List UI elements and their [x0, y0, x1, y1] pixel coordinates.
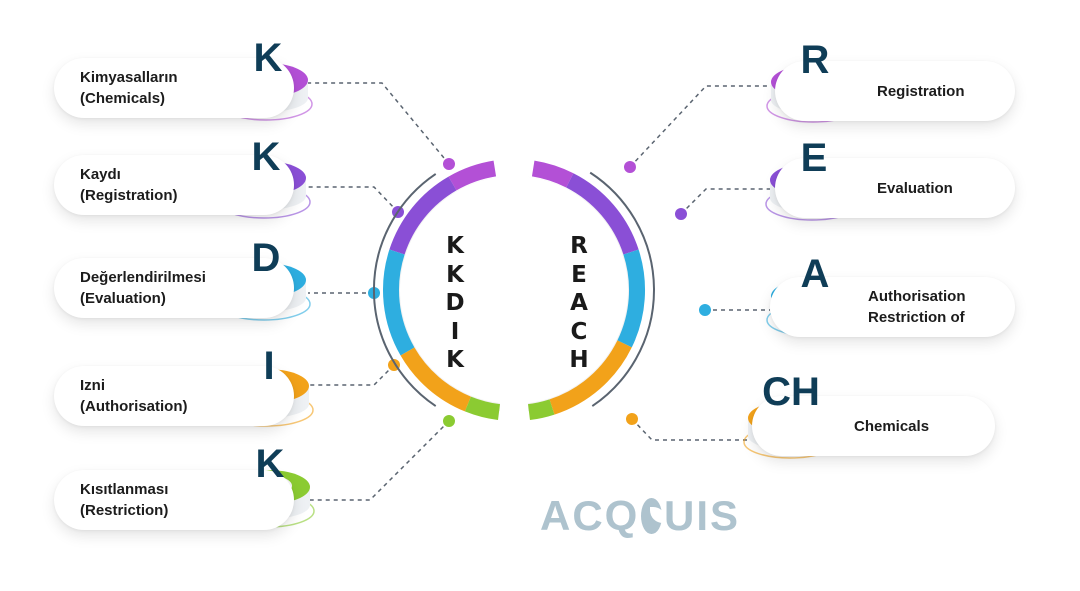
- connector-dot-7: [675, 208, 687, 220]
- right-letter-4: CH: [762, 370, 820, 414]
- left-letter-2: K: [251, 135, 281, 179]
- ring-segment-right-1: [531, 160, 574, 188]
- right-letter-2: E: [800, 136, 828, 180]
- connector-line-1: [308, 82, 450, 165]
- left-item-4: Izni (Authorisation): [54, 366, 294, 426]
- connector-line-9: [631, 418, 752, 441]
- connector-line-6: [629, 85, 775, 168]
- connector-line-5: [308, 420, 450, 501]
- outer-arc-right: [589, 171, 655, 407]
- logo-text-start: ACQ: [540, 492, 640, 539]
- right-item-4-label: Chemicals: [854, 417, 930, 435]
- ring-segment-left-5: [464, 396, 501, 421]
- connector-dot-1: [443, 158, 455, 170]
- connector-line-4: [308, 364, 395, 386]
- leaf-icon: [641, 498, 666, 534]
- left-acronym-word: K K D I K: [445, 233, 465, 373]
- connector-dot-6: [624, 161, 636, 173]
- ring-segment-left-2: [389, 176, 457, 255]
- ring-segment-right-2: [566, 173, 639, 255]
- connector-dot-8: [699, 304, 711, 316]
- right-letter-1: R: [800, 38, 830, 82]
- ring-segment-right-4: [549, 340, 632, 415]
- right-item-2: Evaluation: [775, 158, 1015, 218]
- left-item-5: Kısıtlanması (Restriction): [54, 470, 294, 530]
- ring-segment-right-3: [617, 249, 645, 348]
- left-letter-4: I: [263, 344, 275, 388]
- left-item-1: Kimyasalların (Chemicals): [54, 58, 294, 118]
- left-item-5-label: Kısıtlanması (Restriction): [80, 481, 169, 519]
- connector-line-2: [308, 186, 399, 213]
- right-item-2-label: Evaluation: [877, 179, 953, 197]
- connector-dot-9: [626, 413, 638, 425]
- right-acronym-word: R E A C H: [569, 233, 589, 373]
- left-item-2: Kaydı (Registration): [54, 155, 294, 215]
- right-item-1: Registration: [775, 61, 1015, 121]
- right-item-3: Authorisation Restriction of: [770, 277, 1015, 337]
- right-letter-3: A: [800, 252, 830, 296]
- right-item-1-label: Registration: [877, 82, 965, 100]
- outer-arc-left: [372, 173, 437, 407]
- ring-segment-left-3: [383, 249, 415, 356]
- left-letter-5: K: [255, 442, 285, 486]
- left-item-1-label: Kimyasalların (Chemicals): [80, 69, 178, 107]
- left-letter-3: D: [251, 236, 281, 280]
- logo-text-end: UIS: [663, 492, 740, 539]
- ring-segment-right-5: [527, 399, 555, 421]
- ring-segment-left-1: [448, 160, 497, 191]
- center-gap: [500, 150, 528, 440]
- connector-dot-5: [443, 415, 455, 427]
- ring-segment-left-4: [400, 347, 472, 412]
- left-item-3-label: Değerlendirilmesi (Evaluation): [80, 269, 206, 307]
- left-item-4-label: Izni (Authorisation): [80, 377, 188, 415]
- left-item-2-label: Kaydı (Registration): [80, 166, 178, 204]
- right-item-3-label: Authorisation Restriction of: [868, 288, 966, 326]
- acquis-logo: ACQ UIS: [540, 491, 740, 541]
- left-letter-1: K: [253, 36, 283, 80]
- right-item-4: Chemicals: [752, 396, 995, 456]
- connector-line-7: [680, 188, 775, 215]
- left-item-3: Değerlendirilmesi (Evaluation): [54, 258, 294, 318]
